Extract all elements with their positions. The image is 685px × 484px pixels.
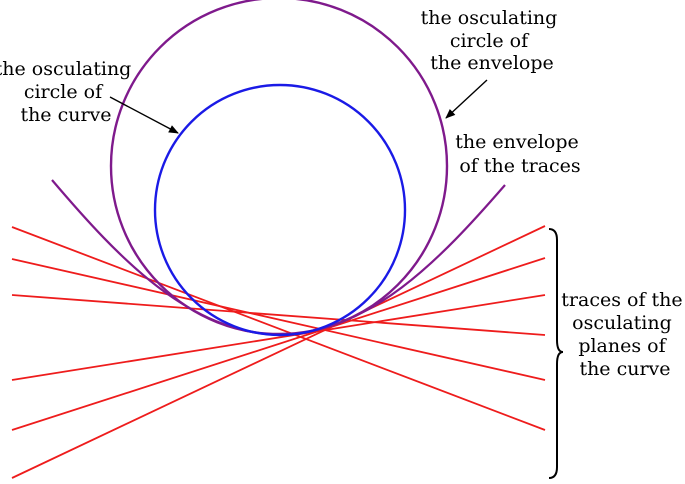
trace-line xyxy=(11,225,546,479)
trace-lines xyxy=(11,225,546,479)
trace-line xyxy=(11,294,546,381)
curve-osculating-circle xyxy=(153,83,407,337)
trace-line xyxy=(11,258,546,381)
label-osculating-circle-envelope: the osculating circle of the envelope xyxy=(421,7,564,74)
arrow-to-curve-circle xyxy=(109,96,179,134)
trace-line xyxy=(11,294,546,336)
label-osculating-circle-curve: the osculating circle of the curve xyxy=(0,58,137,126)
label-traces-of-planes: traces of the osculating planes of the c… xyxy=(561,289,685,380)
trace-line xyxy=(11,226,546,431)
curly-brace xyxy=(548,228,564,479)
label-envelope-of-traces: the envelope of the traces xyxy=(455,131,585,177)
arrow-to-envelope-circle xyxy=(445,79,488,119)
trace-line xyxy=(11,257,546,431)
